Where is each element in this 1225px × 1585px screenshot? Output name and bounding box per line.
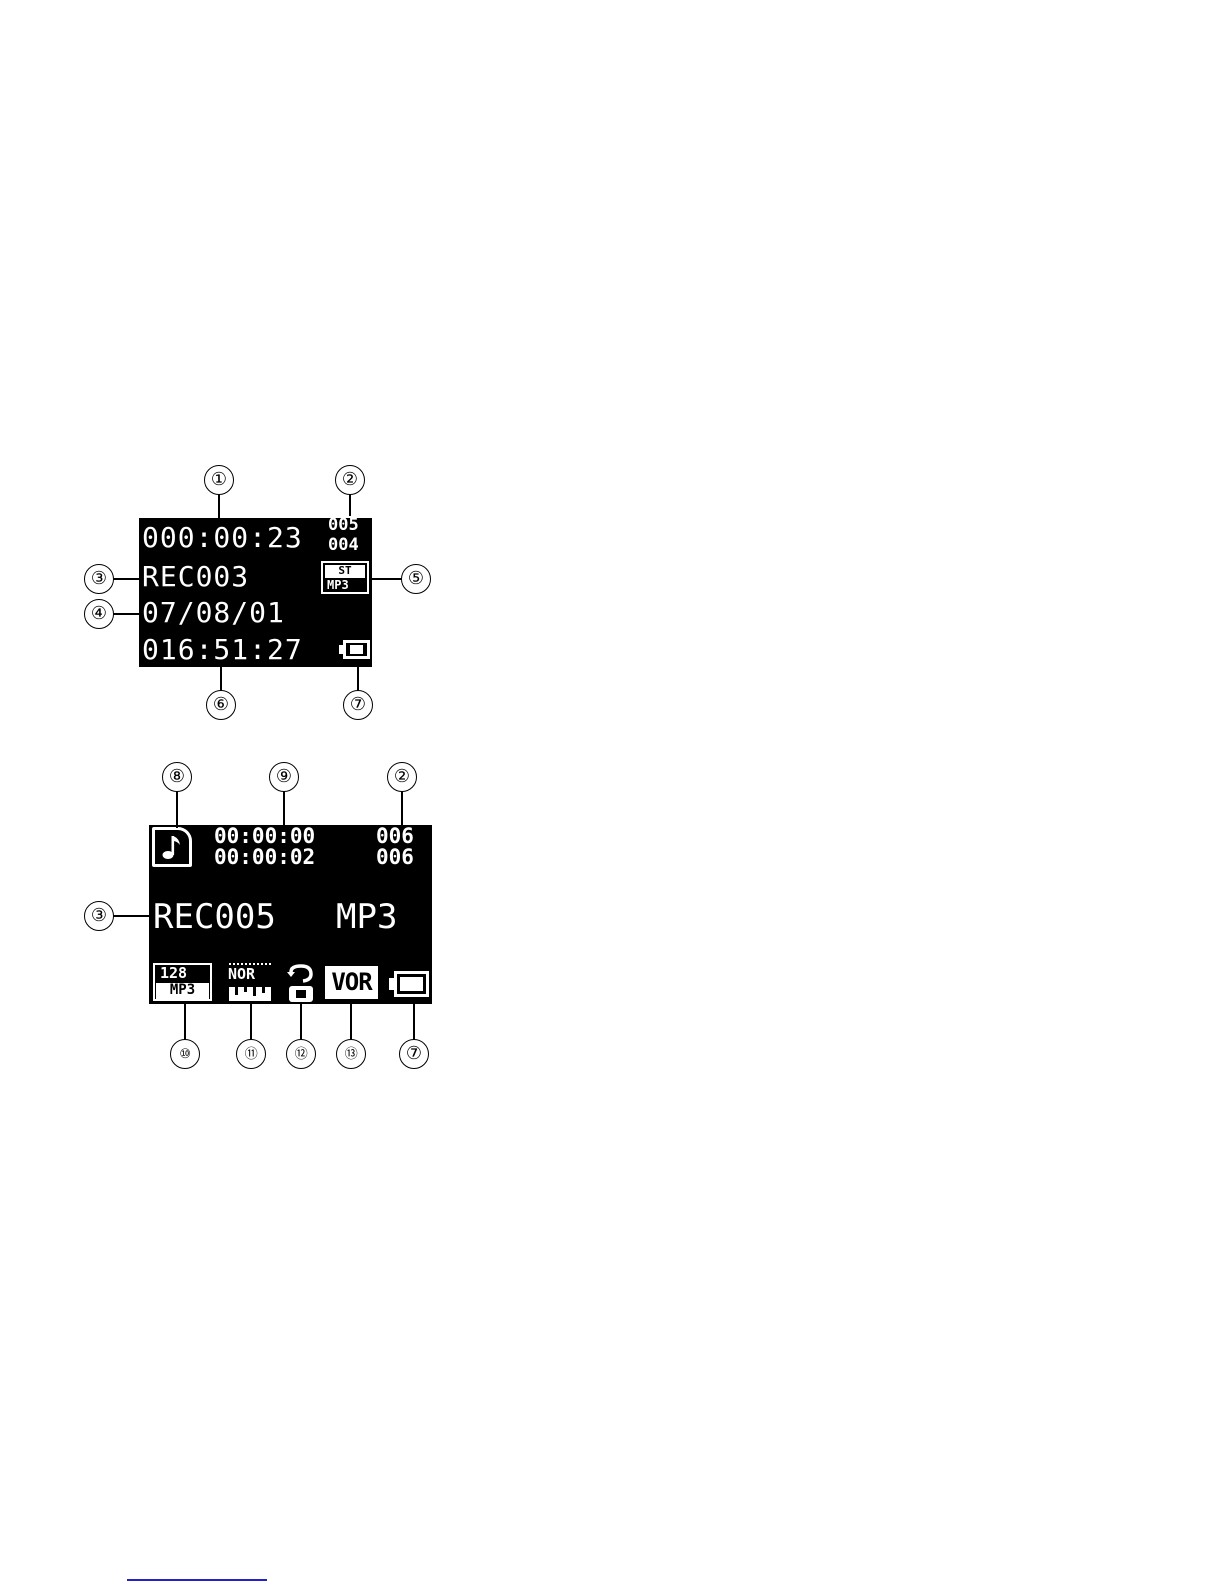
leader-2 [349,494,351,516]
leader-12 [300,1004,302,1040]
time-start: 00:00:00 [214,826,315,846]
equalizer-indicator: NOR [227,963,273,1003]
leader-11 [250,1003,252,1040]
battery-icon [339,640,370,659]
music-note-icon [152,827,192,867]
footer-link-underline [127,1579,267,1581]
callout-10: ⑩ [170,1039,200,1069]
leader-13 [350,999,352,1040]
equalizer-bars-icon [229,987,271,1001]
bitrate-value: 128 [160,966,187,981]
voice-operated-recording-badge: VOR [325,966,378,999]
current-clock: 016:51:27 [142,636,303,664]
playback-filename: REC005 [153,900,276,934]
track-count: 006 [376,847,414,867]
leader-3 [113,578,143,580]
callout-2-playback: ② [387,762,417,792]
callout-7: ⑦ [343,690,373,720]
elapsed-time: 000:00:23 [142,524,303,552]
badge-stereo-label: ST [325,565,365,578]
callout-5: ⑤ [401,564,431,594]
equalizer-mode-label: NOR [228,967,255,982]
recording-filename: REC003 [142,563,249,591]
callout-9: ⑨ [269,762,299,792]
track-current: 005 [328,515,359,535]
leader-10 [184,1001,186,1040]
leader-7-playback [413,997,415,1040]
callout-11: ⑪ [236,1039,266,1069]
leader-5 [369,578,402,580]
recording-date: 07/08/01 [142,599,285,627]
callout-12: ⑫ [286,1039,316,1069]
callout-7-playback: ⑦ [399,1039,429,1069]
leader-4 [113,613,143,615]
callout-6: ⑥ [206,690,236,720]
battery-icon-playback [389,971,429,997]
leader-8 [176,791,178,828]
callout-8: ⑧ [162,762,192,792]
callout-3: ③ [84,564,114,594]
callout-4: ④ [84,599,114,629]
bitrate-format: MP3 [156,983,209,999]
bitrate-badge: 128 MP3 [153,963,212,1001]
leader-1 [218,494,220,524]
track-total: 004 [328,535,359,555]
file-format: MP3 [336,900,397,934]
stereo-format-badge: ST MP3 [321,561,369,594]
callout-1: ① [204,465,234,495]
badge-format-label: MP3 [327,579,349,591]
leader-6 [220,667,222,691]
leader-9 [283,791,285,827]
callout-2: ② [335,465,365,495]
track-number: 006 [376,826,414,846]
repeat-icon [285,962,317,1004]
leader-2-playback [401,791,403,827]
leader-3-playback [113,915,153,917]
callout-13: ⑬ [336,1039,366,1069]
leader-7 [357,659,359,691]
callout-3-playback: ③ [84,901,114,931]
time-current: 00:00:02 [214,847,315,867]
